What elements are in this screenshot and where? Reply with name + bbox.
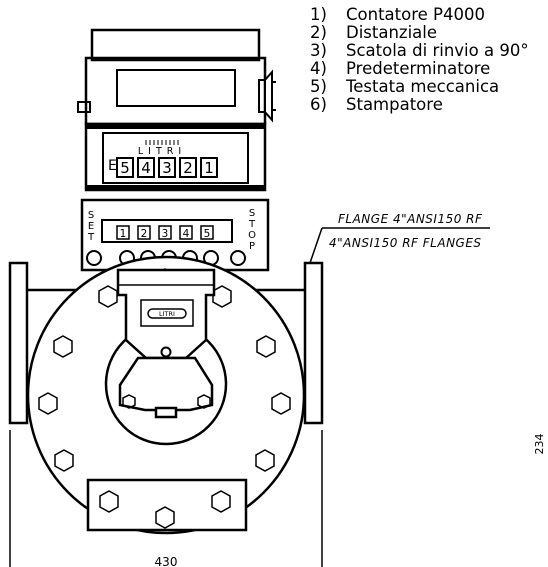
preset-key: 4 (183, 228, 190, 240)
height-dimension-label: 234 (533, 434, 546, 455)
register-digit: 4 (141, 159, 151, 177)
legend-number: 4) (310, 59, 327, 78)
nameplate: LITRI (140, 299, 194, 327)
width-dimension-label: 430 (155, 555, 178, 567)
legend-label: Scatola di rinvio a 90° (346, 41, 529, 60)
set-label-t: T (87, 232, 95, 243)
legend-label: Contatore P4000 (346, 5, 485, 24)
stop-label-o: O (248, 230, 256, 241)
nameplate-label: LITRI (159, 310, 175, 318)
set-label-e: E (88, 221, 94, 232)
legend-label: Stampatore (346, 95, 443, 114)
legend-label: Distanziale (346, 23, 438, 42)
legend-item: 2) Distanziale (310, 24, 529, 42)
register-partial-digit: E (108, 158, 117, 174)
gearbox-bolts (122, 394, 211, 409)
handle-knob (258, 69, 276, 123)
stop-label-p: P (249, 241, 255, 252)
legend-number: 6) (310, 95, 327, 114)
register-housing (84, 122, 267, 192)
register-digit: 1 (204, 159, 214, 177)
component-legend: 1) Contatore P4000 2) Distanziale 3) Sca… (310, 6, 529, 114)
legend-item: 5) Testata meccanica (310, 78, 529, 96)
stop-label-t: T (248, 219, 256, 230)
legend-label: Testata meccanica (346, 77, 500, 96)
preset-key: 3 (162, 228, 169, 240)
legend-item: 1) Contatore P4000 (310, 6, 529, 24)
legend-item: 3) Scatola di rinvio a 90° (310, 42, 529, 60)
preset-key-boxes (116, 225, 214, 240)
flange-callout-leader (309, 227, 490, 264)
flange-callout-it: FLANGE 4"ANSI150 RF (338, 212, 483, 226)
register-scale-marks (145, 140, 179, 145)
flange-callout-en: 4"ANSI150 RF FLANGES (329, 236, 482, 250)
legend-number: 1) (310, 5, 327, 24)
preset-key: 1 (120, 228, 127, 240)
legend-item: 4) Predeterminatore (310, 60, 529, 78)
register-digit: 5 (120, 159, 130, 177)
legend-number: 3) (310, 41, 327, 60)
preset-key: 5 (204, 228, 211, 240)
set-label-s: S (88, 210, 94, 221)
width-dimension-lines (9, 430, 323, 567)
legend-item: 6) Stampatore (310, 96, 529, 114)
register-digit-windows (116, 157, 218, 178)
stop-label-s: S (249, 208, 255, 219)
angle-gearbox (116, 268, 216, 419)
register-digit: 2 (183, 159, 193, 177)
legend-number: 2) (310, 23, 327, 42)
register-digit: 3 (162, 159, 172, 177)
legend-label: Predeterminatore (346, 59, 491, 78)
legend-number: 5) (310, 77, 327, 96)
preset-key: 2 (141, 228, 148, 240)
printer-housing (77, 28, 267, 126)
register-unit-label: LITRI (138, 146, 186, 157)
